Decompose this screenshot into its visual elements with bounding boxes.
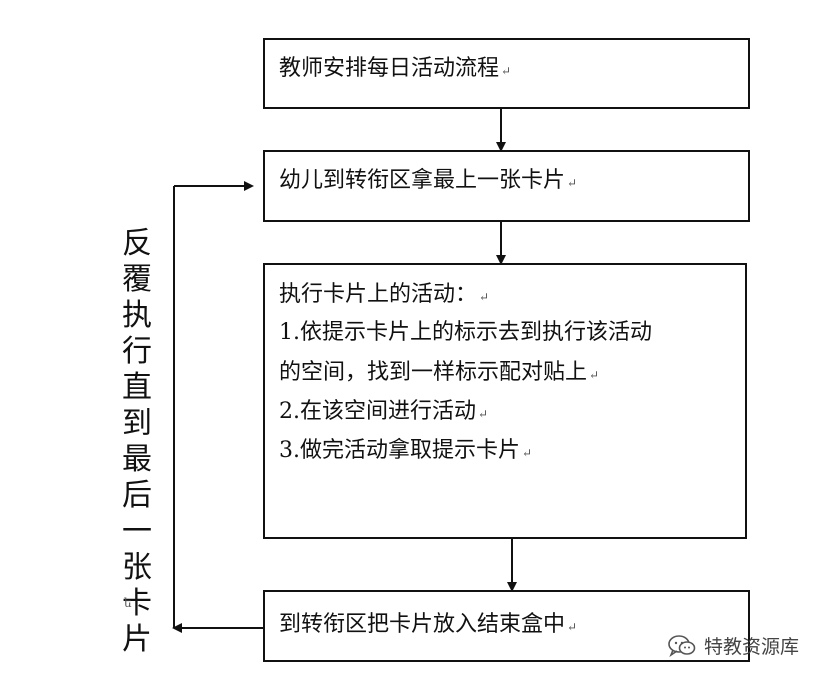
step3-item1-line2: 的空间，找到一样标示配对贴上↵ (279, 355, 599, 393)
loop-label: 反覆执行直到最后一张卡片 (122, 226, 152, 657)
paragraph-mark: ↵ (478, 407, 489, 421)
paragraph-mark: ↵ (589, 368, 600, 382)
step1-label: 教师安排每日活动流程 (279, 56, 500, 81)
watermark: 特教资源库 (668, 632, 799, 659)
side-mark: ե (124, 596, 132, 610)
step3-item1-line1-label: 1.依提示卡片上的标示去到执行该活动 (279, 320, 652, 345)
watermark-text: 特教资源库 (704, 636, 800, 658)
step1-text: 教师安排每日活动流程↵ (279, 51, 511, 89)
step2-box: 幼儿到转衔区拿最上一张卡片↵ (263, 150, 750, 222)
step3-box: 执行卡片上的活动：↵ 1.依提示卡片上的标示去到执行该活动 的空间，找到一样标示… (263, 263, 747, 539)
paragraph-mark: ↵ (479, 290, 490, 304)
paragraph-mark: ↵ (522, 446, 533, 460)
step3-item3: 3.做完活动拿取提示卡片↵ (279, 433, 532, 471)
step3-item2: 2.在该空间进行活动↵ (279, 394, 488, 432)
step3-item3-label: 3.做完活动拿取提示卡片 (279, 438, 520, 463)
step3-item2-label: 2.在该空间进行活动 (279, 399, 476, 424)
paragraph-mark: ↵ (567, 620, 578, 634)
step1-box: 教师安排每日活动流程↵ (263, 38, 750, 109)
step3-item1-line1: 1.依提示卡片上的标示去到执行该活动 (279, 315, 652, 351)
paragraph-mark: ↵ (501, 64, 512, 78)
step2-text: 幼儿到转衔区拿最上一张卡片↵ (279, 163, 577, 201)
step2-label: 幼儿到转衔区拿最上一张卡片 (279, 168, 566, 193)
step4-text: 到转衔区把卡片放入结束盒中↵ (279, 607, 577, 645)
step4-label: 到转衔区把卡片放入结束盒中 (279, 612, 566, 637)
step3-title: 执行卡片上的活动：↵ (279, 277, 489, 315)
wechat-icon (668, 634, 696, 657)
step3-item1-line2-label: 的空间，找到一样标示配对贴上 (279, 360, 588, 385)
paragraph-mark: ↵ (567, 176, 578, 190)
step4-box: 到转衔区把卡片放入结束盒中↵ (263, 590, 750, 662)
step3-title-label: 执行卡片上的活动： (279, 282, 478, 307)
